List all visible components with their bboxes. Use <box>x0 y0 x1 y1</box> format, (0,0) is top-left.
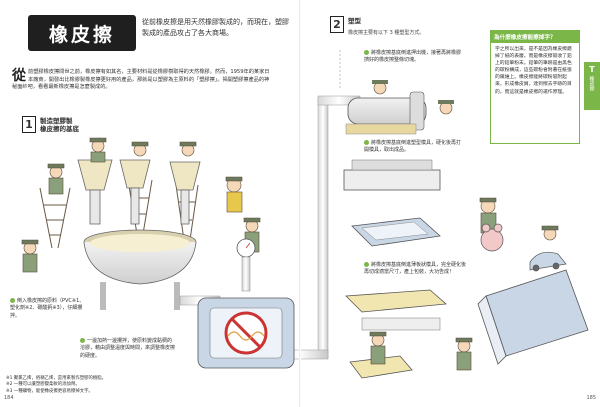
page-subtitle: 從前橡皮擦是用天然橡膠製成的，而現在，塑膠製成的產品攻占了各大商場。 <box>142 18 289 37</box>
green-bullet-icon <box>10 298 15 303</box>
big-mixing-vat <box>83 229 197 310</box>
chapter-tab-letter: T <box>589 65 595 74</box>
novelty-erasers <box>480 223 567 272</box>
step-1-title-line2: 橡皮擦的基底 <box>40 125 79 133</box>
sidebar-heading: 為什麼橡皮擦能擦掉字？ <box>491 31 579 43</box>
extruder-machine <box>345 80 454 135</box>
step-2-number: 2 <box>330 16 344 33</box>
green-bullet-icon <box>80 338 85 343</box>
step-1-title: 製造塑膠製 橡皮擦的基底 <box>40 117 79 133</box>
green-bullet-icon <box>364 50 369 55</box>
giant-eraser <box>477 269 589 365</box>
heating-machine <box>197 297 295 369</box>
step-1-heading: 1 製造塑膠製 橡皮擦的基底 <box>22 116 79 133</box>
footnotes: ※1 聚氯乙烯，俗稱乙烯，是用來製作塑膠的樹脂。 ※2 一種可以讓塑膠變柔軟的添… <box>6 376 106 395</box>
intro-text: 前塑膠橡皮擦問世之前，橡皮擦有如其名，主要材料是從橡膠樹取得的天然橡膠。然而，1… <box>12 69 270 91</box>
green-bullet-icon <box>364 262 369 267</box>
sheet-mould <box>345 289 447 379</box>
page-title: 橡皮擦 <box>28 15 136 51</box>
page-number-right: 185 <box>586 395 596 401</box>
step-2-note-2: 將橡皮擦基底倒進塑型模具，硬化後再打開模具，取出成品。 <box>364 140 462 154</box>
sidebar-body: 字之所以出來，是不是因為橡皮擦磨掉了紙的表層。而是橡皮擦吸收了鉛上的鉛筆粉末。鉛… <box>495 47 572 95</box>
intro-dropcap: 從 <box>12 68 26 84</box>
book-spine <box>299 0 301 407</box>
chapter-tab-label: 橡皮擦 <box>588 76 595 91</box>
footnote-3: ※3 一種礦物，能使橡皮擦更容易擦掉文字。 <box>6 388 93 394</box>
step-2-description: 橡皮擦主要有以下 3 種塑型方式。 <box>348 30 425 36</box>
sidebar-box: 為什麼橡皮擦能擦掉字？ 字之所以出來，是不是因為橡皮擦磨掉了紙的表層。而是橡皮擦… <box>490 30 580 144</box>
step-1-note-a: 倒入橡皮擦的原料（PVC※1、塑化劑※2、碳酸鈣※3），仔細攪拌。 <box>10 298 85 319</box>
step-2-heading: 2 塑型 <box>330 16 361 33</box>
chapter-tab: T 橡皮擦 <box>584 62 600 110</box>
footnote-2: ※2 一種可以讓塑膠變柔軟的添加劑。 <box>6 382 80 388</box>
step-1-note-b: 一邊加熱一邊攪拌，使原料變成黏稠的溶膠，藉由調整溫度與時間，來調整橡皮擦的硬度。 <box>80 338 176 359</box>
green-bullet-icon <box>364 140 369 145</box>
footnote-1: ※1 聚氯乙烯，俗稱乙烯，是用來製作塑膠的樹脂。 <box>6 375 107 381</box>
step-2-note-3: 將橡皮擦基底倒進薄板狀模具，完全硬化後再切成適當尺寸，產上包裝，大功告成！ <box>364 262 467 276</box>
pressure-gauge <box>236 238 256 292</box>
step-1-title-line1: 製造塑膠製 <box>40 117 73 125</box>
mixing-funnels <box>77 159 201 225</box>
mould-press <box>343 159 441 247</box>
step-2-note-1: 將橡皮擦基底倒進押出機，接著再將橡膠擠好的橡皮擦整條切塊。 <box>364 50 462 64</box>
step-1-number: 1 <box>22 116 36 133</box>
intro-paragraph: 從前塑膠橡皮擦問世之前，橡皮擦有如其名，主要材料是從橡膠樹取得的天然橡膠。然而，… <box>12 69 274 92</box>
step-2-title: 塑型 <box>348 17 361 25</box>
page-number-left: 184 <box>4 395 14 401</box>
